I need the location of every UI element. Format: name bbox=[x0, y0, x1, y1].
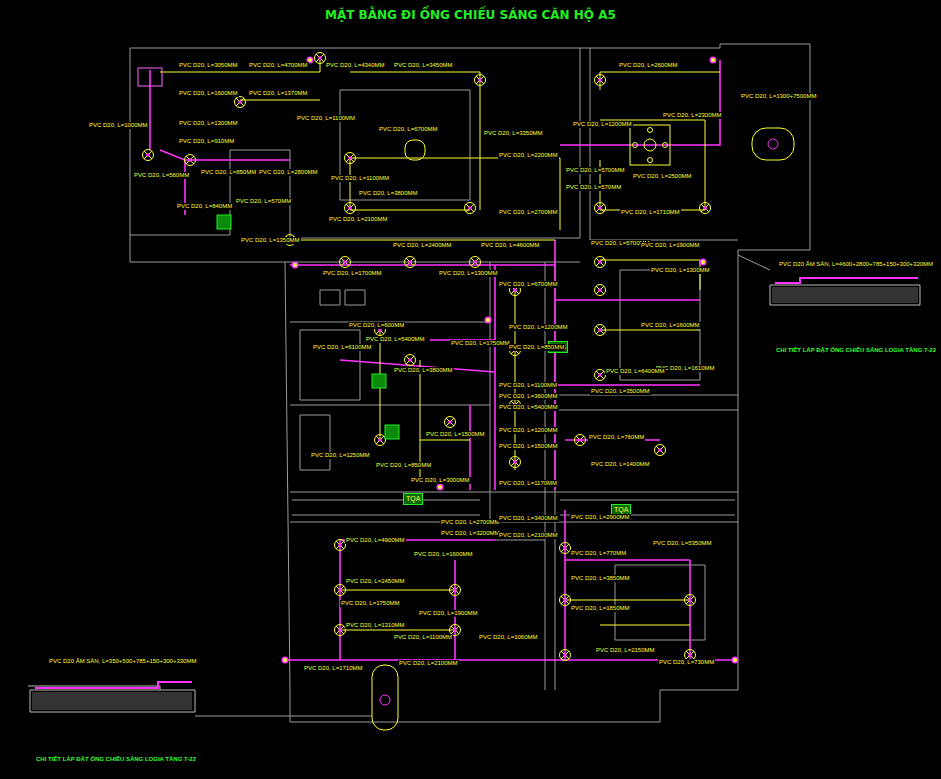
conduit-label: PVC D20, L=6700MM bbox=[498, 281, 559, 288]
conduit-label: PVC D20, L=3050MM bbox=[178, 62, 239, 69]
conduit-label: PVC D20, L=2150MM bbox=[595, 647, 656, 654]
conduit-label: PVC D20, L=1500MM bbox=[498, 443, 559, 450]
conduit-label: PVC D20, L=1700MM bbox=[322, 270, 383, 277]
conduit-label: PVC D20, L=1300MM bbox=[438, 270, 499, 277]
conduit-label: PVC D20, L=1400MM bbox=[590, 461, 651, 468]
conduit-label: PVC D20, L=4600MM bbox=[480, 242, 541, 249]
conduit-label: PVC D20, L=1100MM bbox=[498, 382, 558, 389]
panel-box: TQA bbox=[403, 493, 423, 505]
conduit-label: PVC D20, L=1300MM bbox=[650, 267, 711, 274]
conduit-label: PVC D20, L=1600MM bbox=[178, 90, 239, 97]
conduit-label: PVC D20, L=3000MM bbox=[410, 477, 471, 484]
conduit-label: PVC D20, L=3800MM bbox=[393, 367, 454, 374]
panel-code: TQA bbox=[406, 495, 420, 502]
conduit-label: PVC D20, L=3450MM bbox=[393, 62, 454, 69]
conduit-label: PVC D20, L=5400MM bbox=[498, 404, 559, 411]
conduit-label: PVC D20, L=1100MM bbox=[296, 115, 356, 122]
conduit-label: PVC D20, L=4900MM bbox=[345, 537, 406, 544]
conduit-label: PVC D20, L=1900MM bbox=[418, 610, 479, 617]
conduit-label: PVC D20, L=1310MM bbox=[345, 622, 406, 629]
conduit-label: PVC D20, L=2600MM bbox=[618, 62, 679, 69]
conduit-label: PVC D20, L=1300MM bbox=[178, 120, 239, 127]
conduit-label: PVC D20, L=910MM bbox=[178, 138, 235, 145]
conduit-label: PVC D20, L=2700MM bbox=[440, 519, 501, 526]
conduit-label: PVC D20 ÂM SÀN, L=4600+2800+785+150+300+… bbox=[778, 261, 934, 268]
conduit-label: PVC D20, L=570MM bbox=[565, 184, 622, 191]
conduit-label: PVC D20, L=1170MM bbox=[498, 480, 558, 487]
detail-caption: CHI TIẾT LẮP ĐẶT ỐNG CHIẾU SÁNG LOGIA TẦ… bbox=[775, 347, 937, 354]
drawing-title: MẶT BẰNG ĐI ỐNG CHIẾU SÁNG CĂN HỘ A5 bbox=[325, 8, 616, 22]
conduit-label: PVC D20, L=5350MM bbox=[652, 540, 713, 547]
conduit-label: PVC D20, L=840MM bbox=[176, 203, 233, 210]
conduit-label: PVC D20, L=4340MM bbox=[325, 62, 386, 69]
conduit-label: PVC D20, L=2500MM bbox=[632, 173, 693, 180]
conduit-label: PVC D20, L=1710MM bbox=[303, 665, 364, 672]
conduit-label: PVC D20, L=760MM bbox=[588, 434, 645, 441]
conduit-label: PVC D20, L=560MM bbox=[133, 172, 190, 179]
conduit-label: PVC D20, L=2450MM bbox=[345, 578, 406, 585]
conduit-label: PVC D20, L=1300+7500MM bbox=[740, 93, 817, 100]
conduit-label: PVC D20, L=1850MM bbox=[570, 605, 631, 612]
conduit-label: PVC D20, L=2400MM bbox=[392, 242, 453, 249]
conduit-label: PVC D20, L=1100MM bbox=[330, 175, 390, 182]
conduit-label: PVC D20, L=770MM bbox=[570, 550, 627, 557]
conduit-label: PVC D20, L=3500MM bbox=[590, 388, 651, 395]
conduit-label: PVC D20, L=1900MM bbox=[640, 242, 701, 249]
conduit-label: PVC D20, L=1350MM bbox=[240, 237, 301, 244]
conduit-label: PVC D20, L=1600MM bbox=[413, 551, 474, 558]
conduit-label: PVC D20, L=850MM bbox=[375, 462, 432, 469]
conduit-label: PVC D20, L=3400MM bbox=[498, 515, 559, 522]
conduit-label: PVC D20, L=2900MM bbox=[570, 514, 631, 521]
conduit-label: PVC D20, L=1200MM bbox=[572, 121, 633, 128]
conduit-label: PVC D20, L=850MM bbox=[200, 169, 257, 176]
conduit-label: PVC D20, L=1200MM bbox=[498, 427, 559, 434]
conduit-label: PVC D20, L=2700MM bbox=[498, 209, 559, 216]
detail-caption: CHI TIẾT LẮP ĐẶT ỐNG CHIẾU SÁNG LOGIA TẦ… bbox=[35, 756, 197, 763]
conduit-label: PVC D20, L=730MM bbox=[658, 659, 715, 666]
conduit-label: PVC D20, L=2300MM bbox=[662, 112, 723, 119]
conduit-label: PVC D20, L=850MM bbox=[508, 344, 565, 351]
conduit-label: PVC D20 ÂM SÀN, L=350+500+785+150+300+33… bbox=[48, 658, 197, 665]
panel-code: TQA bbox=[614, 506, 628, 513]
conduit-label: PVC D20, L=3350MM bbox=[483, 130, 544, 137]
conduit-label: PVC D20, L=2100MM bbox=[498, 532, 559, 539]
conduit-label: PVC D20, L=5700MM bbox=[565, 167, 626, 174]
conduit-label: PVC D20, L=3200MM bbox=[440, 530, 501, 537]
conduit-label: PVC D20, L=3850MM bbox=[570, 575, 631, 582]
conduit-label: PVC D20, L=3800MM bbox=[358, 190, 419, 197]
conduit-label: PVC D20, L=1600MM bbox=[640, 322, 701, 329]
conduit-label: PVC D20, L=2200MM bbox=[498, 152, 559, 159]
conduit-label: PVC D20, L=1370MM bbox=[248, 90, 309, 97]
conduit-label: PVC D20, L=1000MM bbox=[88, 122, 149, 129]
conduit-label: PVC D20, L=6100MM bbox=[312, 344, 373, 351]
conduit-label: PVC D20, L=6700MM bbox=[378, 126, 439, 133]
conduit-label: PVC D20, L=2100MM bbox=[398, 660, 459, 667]
conduit-label: PVC D20, L=570MM bbox=[235, 198, 292, 205]
conduit-label: PVC D20, L=1100MM bbox=[393, 634, 453, 641]
conduit-label: PVC D20, L=1500MM bbox=[425, 431, 486, 438]
conduit-label: PVC D20, L=1060MM bbox=[478, 634, 539, 641]
conduit-label: PVC D20, L=1750MM bbox=[450, 340, 511, 347]
conduit-label: PVC D20, L=600MM bbox=[348, 322, 405, 329]
conduit-label: PVC D20, L=5400MM bbox=[365, 336, 426, 343]
conduit-label: PVC D20, L=4700MM bbox=[248, 62, 309, 69]
conduit-label: PVC D20, L=1750MM bbox=[340, 600, 401, 607]
conduit-label: PVC D20, L=2100MM bbox=[328, 216, 389, 223]
conduit-label: PVC D20, L=1710MM bbox=[620, 209, 681, 216]
conduit-label: PVC D20, L=2800MM bbox=[258, 169, 319, 176]
conduit-label: PVC D20, L=3600MM bbox=[498, 393, 559, 400]
conduit-label: PVC D20, L=6400MM bbox=[605, 368, 666, 375]
conduit-label: PVC D20, L=1250MM bbox=[310, 452, 371, 459]
conduit-label: PVC D20, L=1200MM bbox=[508, 324, 569, 331]
